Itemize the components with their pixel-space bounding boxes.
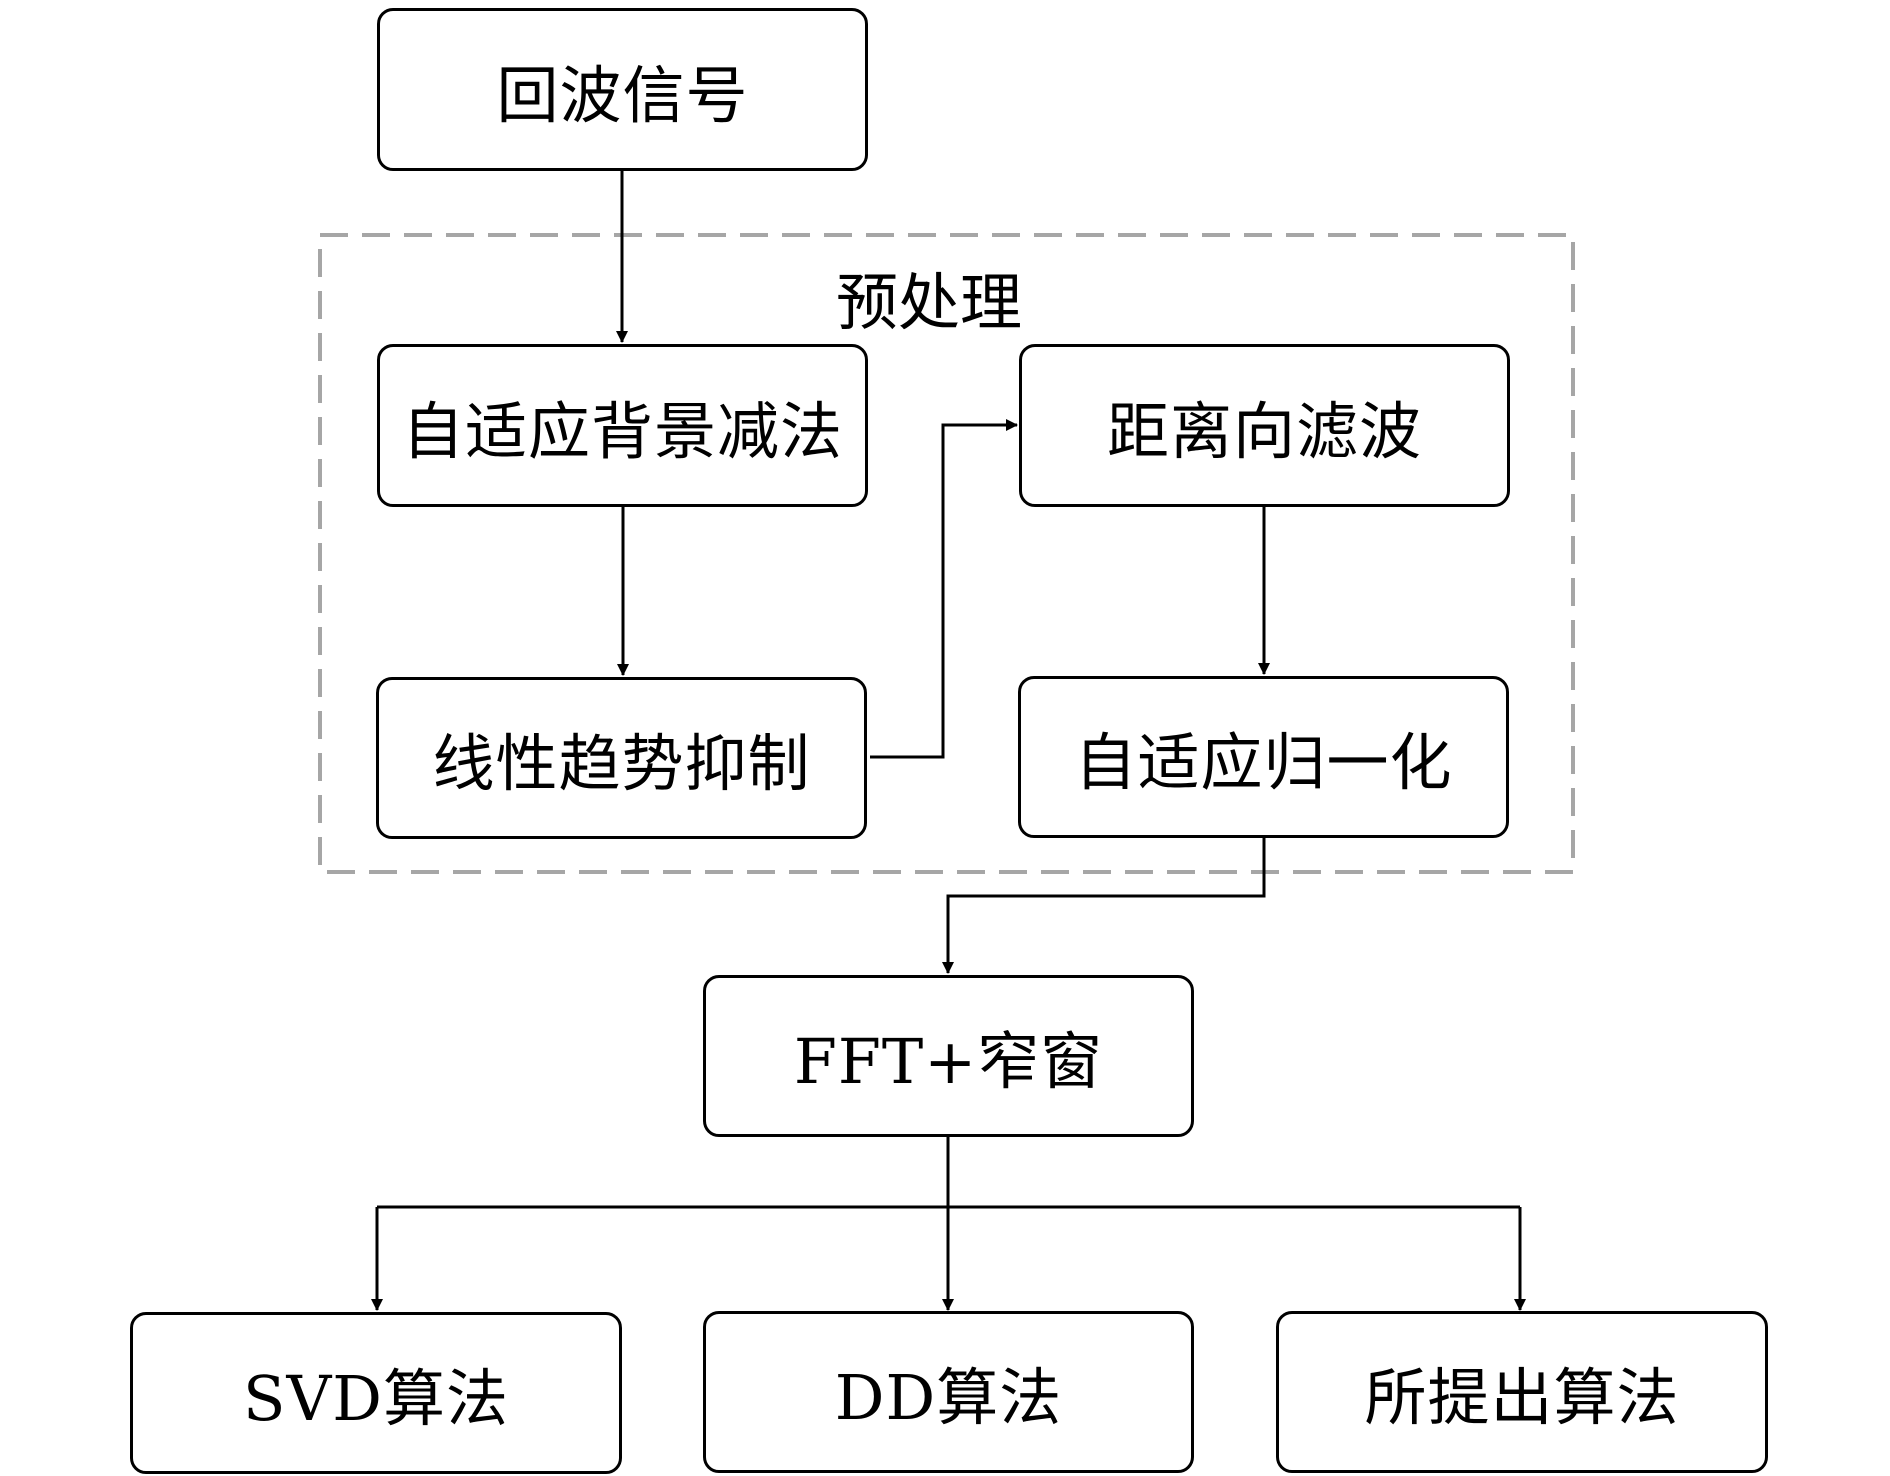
fft-window-node: FFT+窄窗 <box>703 975 1194 1137</box>
svd-algorithm-node: SVD算法 <box>130 1312 622 1474</box>
echo-signal-node: 回波信号 <box>377 8 868 171</box>
adaptive-bg-subtraction-node: 自适应背景减法 <box>377 344 868 507</box>
preprocessing-group-label: 预处理 <box>836 266 1023 339</box>
linear-trend-suppression-node: 线性趋势抑制 <box>376 677 867 839</box>
range-filtering-node: 距离向滤波 <box>1019 344 1510 507</box>
preprocessing-group-border <box>318 233 1575 874</box>
proposed-algorithm-node: 所提出算法 <box>1276 1311 1768 1473</box>
dd-algorithm-node: DD算法 <box>703 1311 1194 1473</box>
arrow-normalization-to-fft <box>942 838 1266 974</box>
arrow-trend-to-range-filter <box>870 419 1018 759</box>
adaptive-normalization-node: 自适应归一化 <box>1018 676 1509 838</box>
